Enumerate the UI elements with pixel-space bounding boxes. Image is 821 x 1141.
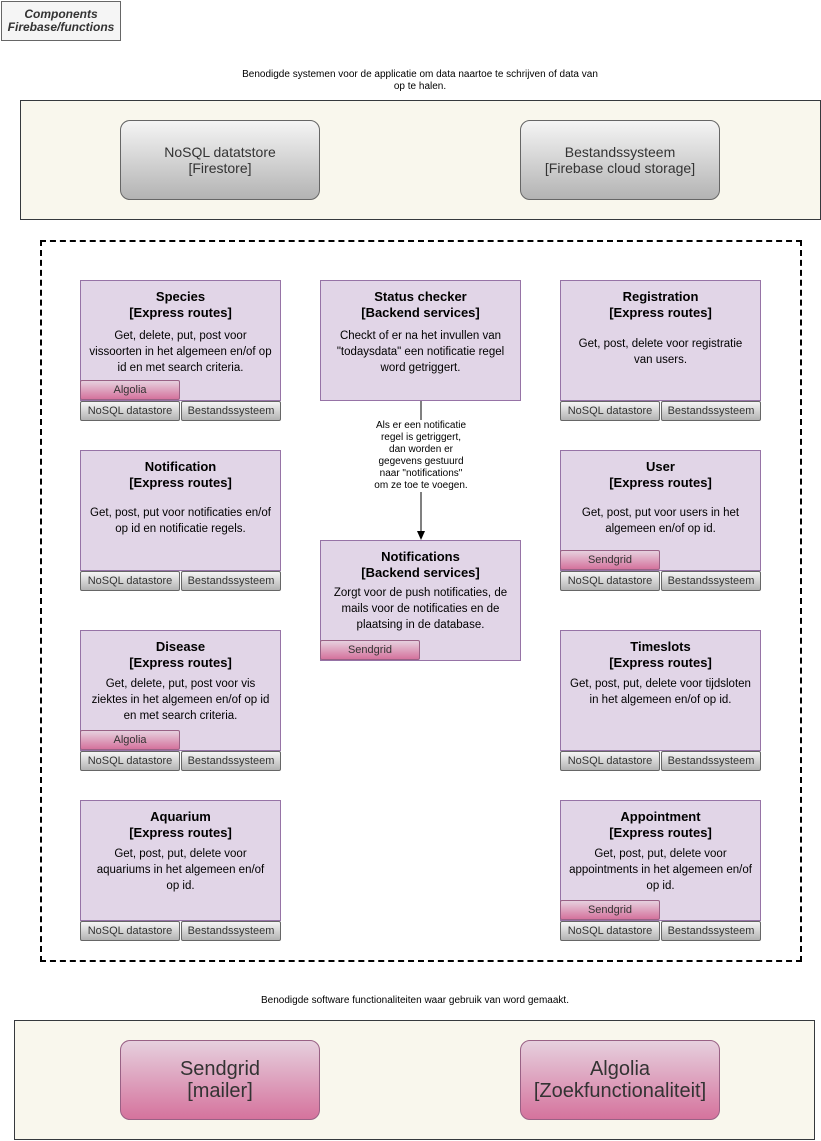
tag-file-system: Bestandssysteem: [661, 571, 761, 591]
tag-sendgrid: Sendgrid: [560, 550, 660, 570]
tag-file-system: Bestandssysteem: [661, 751, 761, 771]
tag-file-system: Bestandssysteem: [181, 571, 281, 591]
tag-file-system: Bestandssysteem: [181, 751, 281, 771]
tag-file-system: Bestandssysteem: [661, 921, 761, 941]
card-description: Get, delete, put, post voor vissoorten i…: [89, 330, 272, 374]
tag-file-system: Bestandssysteem: [181, 921, 281, 941]
card-title: Species [Express routes]: [129, 289, 232, 320]
nosql-datastore-node[interactable]: NoSQL datatstore [Firestore]: [120, 120, 320, 200]
tag-nosql-datastore: NoSQL datastore: [560, 921, 660, 941]
card-notification[interactable]: Notification [Express routes] Get, post,…: [80, 450, 281, 571]
card-timeslots[interactable]: Timeslots [Express routes] Get, post, pu…: [560, 630, 761, 751]
diagram-title: Components Firebase/functions: [1, 1, 121, 41]
tag-sendgrid: Sendgrid: [320, 640, 420, 660]
arrow-label: Als er een notificatie regel is getrigge…: [325, 420, 517, 492]
software-caption: Benodigde software functionaliteiten waa…: [261, 995, 569, 1006]
card-title: Status checker [Backend services]: [361, 289, 480, 320]
card-description: Get, post, put voor users in het algemee…: [581, 507, 740, 535]
arrow-head: [417, 531, 425, 540]
tag-file-system: Bestandssysteem: [661, 401, 761, 421]
tag-nosql-datastore: NoSQL datastore: [80, 571, 180, 591]
card-title: Notifications [Backend services]: [361, 549, 480, 580]
card-title: Notification [Express routes]: [129, 459, 232, 490]
tag-algolia: Algolia: [80, 380, 180, 400]
card-description: Get, delete, put, post voor vis ziektes …: [91, 678, 270, 722]
card-title: Registration [Express routes]: [609, 289, 712, 320]
card-registration[interactable]: Registration [Express routes] Get, post,…: [560, 280, 761, 401]
card-title: User [Express routes]: [609, 459, 712, 490]
card-title: Timeslots [Express routes]: [609, 639, 712, 670]
card-aquarium[interactable]: Aquarium [Express routes] Get, post, put…: [80, 800, 281, 921]
tag-nosql-datastore: NoSQL datastore: [80, 401, 180, 421]
card-user[interactable]: User [Express routes] Get, post, put voo…: [560, 450, 761, 571]
tag-nosql-datastore: NoSQL datastore: [80, 751, 180, 771]
card-description: Zorgt voor de push notificaties, de mail…: [333, 587, 508, 631]
functions-boundary: [40, 240, 802, 962]
card-appointment[interactable]: Appointment [Express routes] Get, post, …: [560, 800, 761, 921]
card-description: Get, post, put, delete voor appointments…: [569, 848, 752, 892]
systems-caption: Benodigde systemen voor de applicatie om…: [242, 69, 598, 92]
tag-nosql-datastore: NoSQL datastore: [560, 571, 660, 591]
card-description: Get, post, put, delete voor tijdsloten i…: [570, 678, 751, 706]
diagram-title-text: Components Firebase/functions: [7, 7, 115, 34]
algolia-node[interactable]: Algolia [Zoekfunctionaliteit]: [520, 1040, 720, 1120]
card-status-checker[interactable]: Status checker [Backend services] Checkt…: [320, 280, 521, 401]
card-notifications-backend[interactable]: Notifications [Backend services] Zorgt v…: [320, 540, 521, 661]
tag-nosql-datastore: NoSQL datastore: [80, 921, 180, 941]
file-system-node[interactable]: Bestandssysteem [Firebase cloud storage]: [520, 120, 720, 200]
sendgrid-node[interactable]: Sendgrid [mailer]: [120, 1040, 320, 1120]
tag-nosql-datastore: NoSQL datastore: [560, 401, 660, 421]
arrow-label-text: Als er een notificatie regel is getrigge…: [373, 420, 469, 492]
card-title: Disease [Express routes]: [129, 639, 232, 670]
card-description: Get, post, put voor notificaties en/of o…: [90, 507, 271, 535]
card-description: Get, post, put, delete voor aquariums in…: [96, 848, 265, 892]
tag-file-system: Bestandssysteem: [181, 401, 281, 421]
card-title: Aquarium [Express routes]: [129, 809, 232, 840]
tag-sendgrid: Sendgrid: [560, 900, 660, 920]
card-description: Checkt of er na het invullen van "todays…: [336, 330, 505, 374]
card-title: Appointment [Express routes]: [609, 809, 712, 840]
tag-algolia: Algolia: [80, 730, 180, 750]
tag-nosql-datastore: NoSQL datastore: [560, 751, 660, 771]
card-description: Get, post, delete voor registratie van u…: [578, 338, 743, 366]
